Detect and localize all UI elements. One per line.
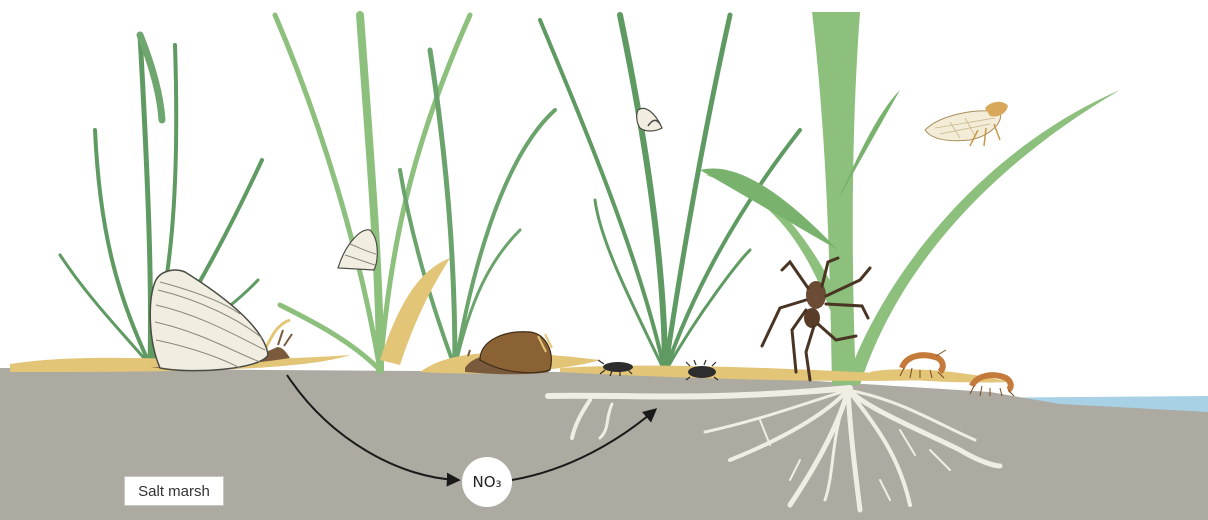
planthopper <box>925 102 1008 146</box>
habitat-label: Salt marsh <box>124 476 224 506</box>
large-snail <box>150 270 292 371</box>
small-snail-top <box>637 108 662 131</box>
nitrate-label: NO₃ <box>462 457 512 507</box>
small-snail-left <box>338 230 377 270</box>
grass-big <box>700 12 1120 385</box>
brown-snail <box>465 332 552 375</box>
